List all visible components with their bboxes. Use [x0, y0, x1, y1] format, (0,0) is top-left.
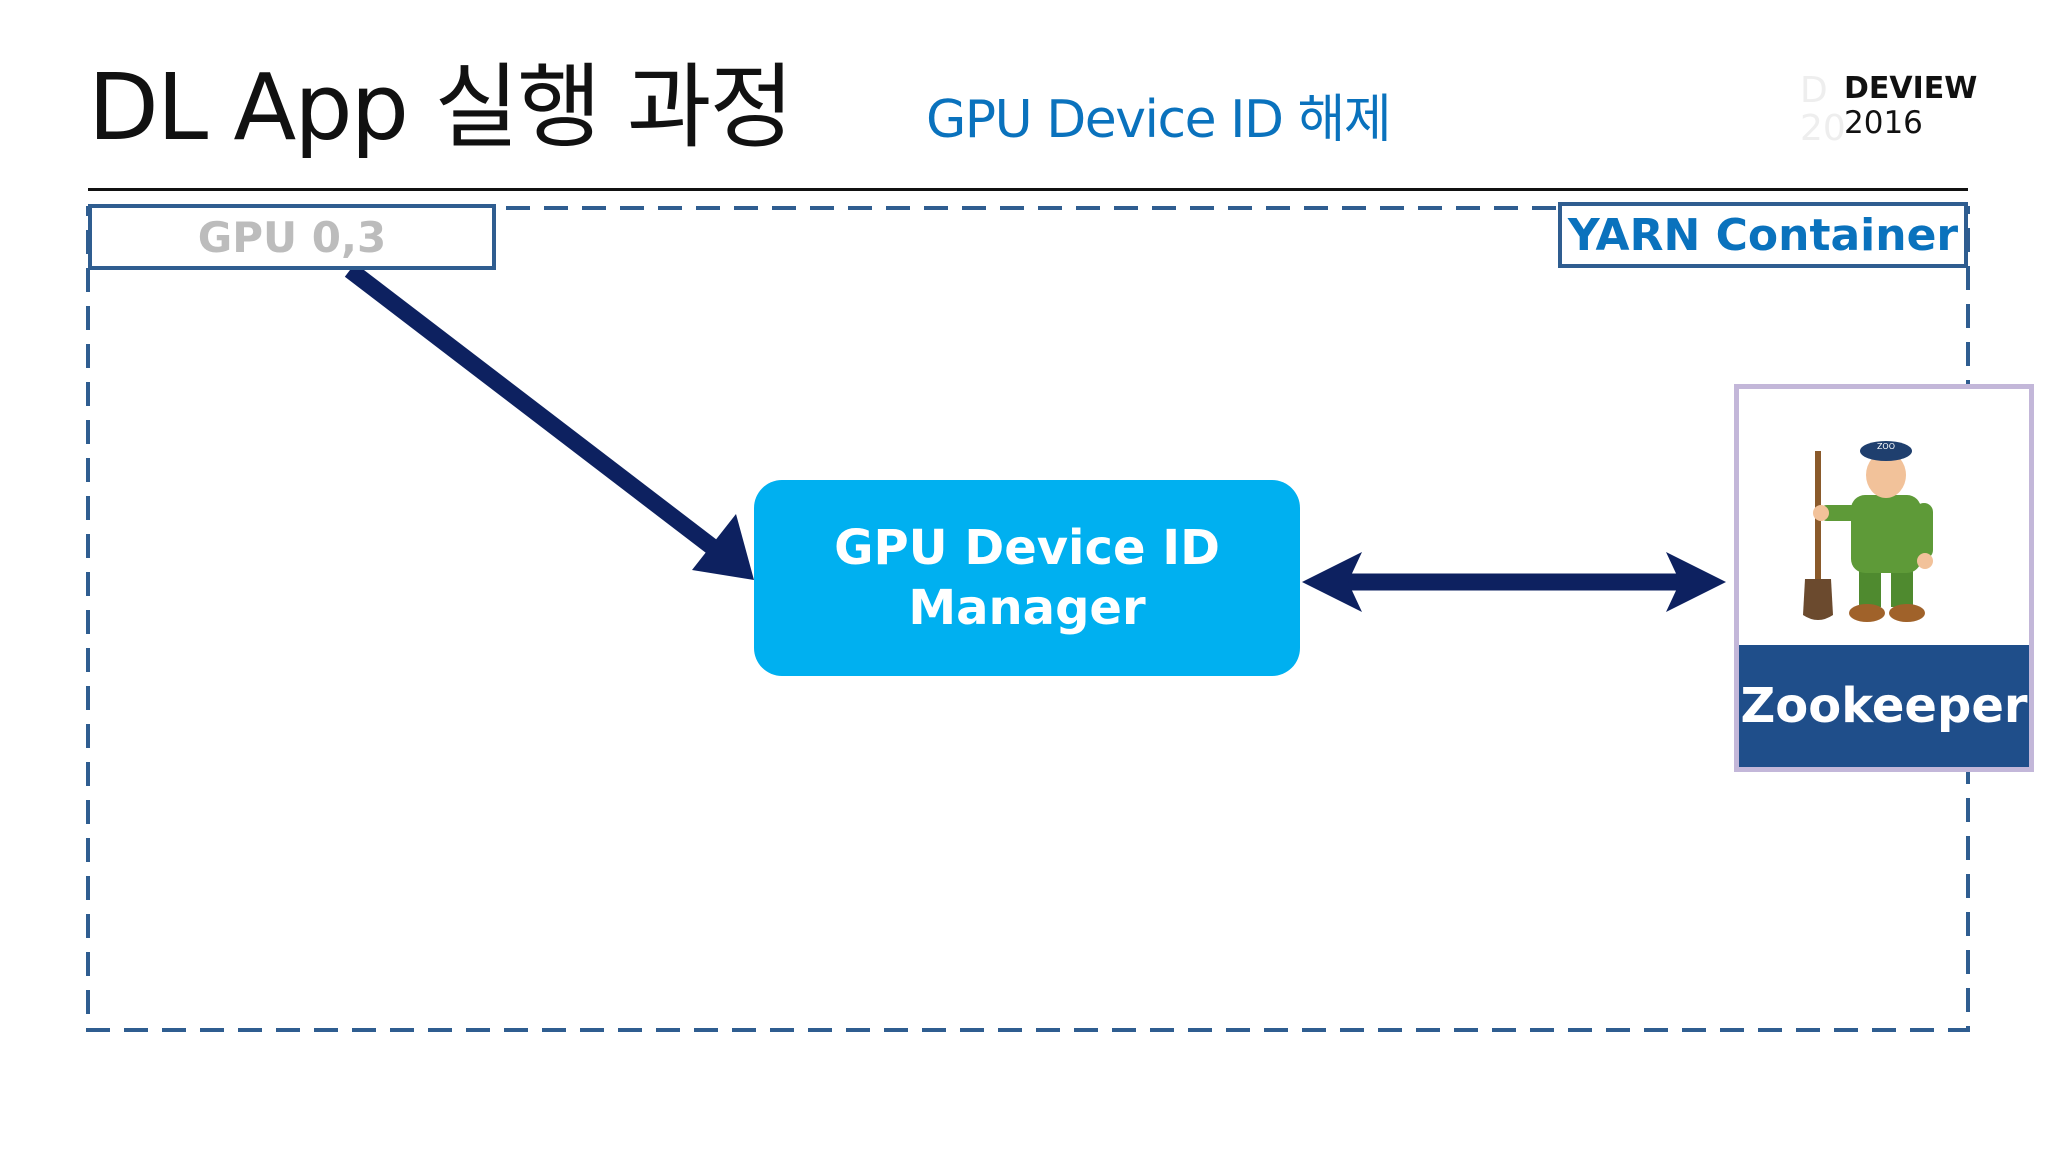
zookeeper-label: Zookeeper [1739, 645, 2029, 767]
gpu-id-label: GPU 0,3 [197, 212, 387, 262]
gpu-device-id-manager-box: GPU Device ID Manager [754, 480, 1300, 676]
gpu-to-manager-arrow-head [692, 514, 754, 580]
slide-title: DL App 실행 과정 [88, 54, 794, 161]
logo-year: 2016 [1844, 105, 1923, 141]
manager-side-arrow-head [1302, 552, 1362, 612]
manager-label-line2: Manager [908, 580, 1146, 636]
zookeeper-cap-text: ZOO [1877, 442, 1895, 451]
manager-label-line1: GPU Device ID [834, 520, 1220, 576]
yarn-container-label: YARN Container [1567, 209, 1959, 261]
gpu-id-label-box: GPU 0,3 [88, 204, 496, 270]
logo-name: DEVIEW [1844, 71, 1978, 106]
yarn-container-label-box: YARN Container [1558, 202, 1968, 268]
slide-subtitle: GPU Device ID 해제 [926, 90, 1392, 150]
zookeeper-side-arrow-head [1666, 552, 1726, 612]
title-divider [88, 188, 1968, 191]
zookeeper-card: ZOO Zookeeper [1734, 384, 2034, 772]
gpu-to-manager-arrow-shaft [344, 263, 730, 563]
zookeeper-mascot-icon: ZOO [1803, 441, 1933, 622]
